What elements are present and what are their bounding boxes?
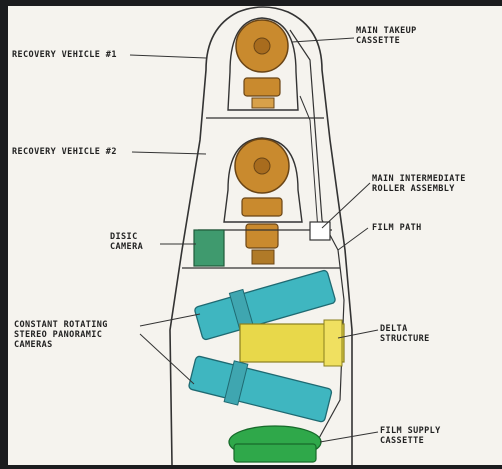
label-constant-rotating-cameras: CONSTANT ROTATING STEREO PANORAMIC CAMER… xyxy=(14,320,108,350)
takeup-cassette-1 xyxy=(236,20,288,108)
takeup-reel-2-hub xyxy=(254,158,270,174)
label-recovery-vehicle-2: RECOVERY VEHICLE #2 xyxy=(12,147,117,157)
label-delta-structure: DELTA STRUCTURE xyxy=(380,324,430,344)
label-main-intermediate-roller: MAIN INTERMEDIATE ROLLER ASSEMBLY xyxy=(372,174,466,194)
label-main-takeup-cassette: MAIN TAKEUP CASSETTE xyxy=(356,26,417,46)
takeup-reel-1-hub xyxy=(254,38,270,54)
label-film-supply-cassette: FILM SUPPLY CASSETTE xyxy=(380,426,441,446)
takeup-cassette-1-foot xyxy=(252,98,274,108)
takeup-cassette-2-lower xyxy=(246,224,278,248)
intermediate-roller xyxy=(310,222,330,240)
label-disic-camera: DISIC CAMERA xyxy=(110,232,143,252)
film-supply-cassette-base xyxy=(234,444,316,462)
frame-left xyxy=(0,0,8,465)
delta-structure-cap xyxy=(324,320,342,366)
label-film-path: FILM PATH xyxy=(372,223,422,233)
takeup-cassette-2-foot xyxy=(252,250,274,264)
frame-top xyxy=(0,0,502,6)
takeup-cassette-2-base xyxy=(242,198,282,216)
disic-camera-body xyxy=(194,230,224,266)
takeup-cassette-1-base xyxy=(244,78,280,96)
label-recovery-vehicle-1: RECOVERY VEHICLE #1 xyxy=(12,50,117,60)
